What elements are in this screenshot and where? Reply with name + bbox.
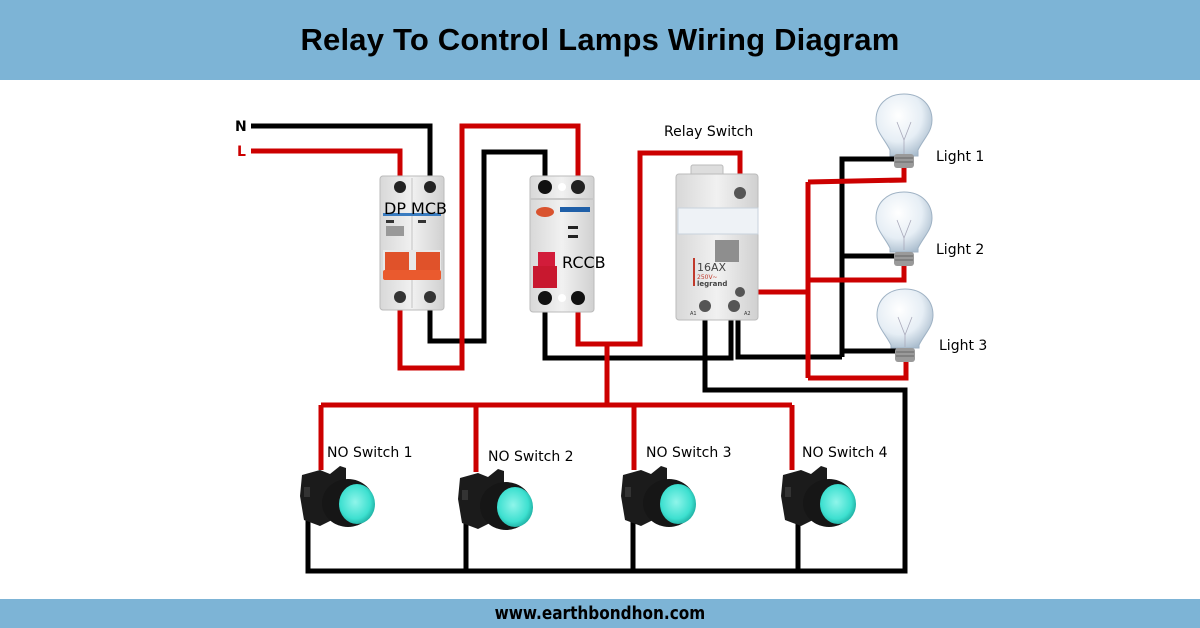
relay-terminal-in [734, 187, 746, 199]
wire-l-supply [251, 148, 403, 186]
switch-cap [820, 484, 856, 524]
rccb-handle [538, 252, 555, 268]
rccb-terminal-l-bottom [571, 291, 585, 305]
no-switch-4[interactable]: NO Switch 4 [781, 445, 888, 527]
wire-rccb-neutral-out [542, 300, 734, 361]
rccb-label: RCCB [562, 253, 606, 272]
switch-cap [339, 484, 375, 524]
title-banner: Relay To Control Lamps Wiring Diagram [0, 0, 1200, 80]
relay-terminal-a2 [728, 300, 740, 312]
relay-manual-lever [715, 240, 739, 262]
mcb-terminal-l-top [394, 181, 406, 193]
rccb-terminal-n-bottom [538, 291, 552, 305]
wire-rccb-live-out [575, 150, 743, 347]
switch-2-label: NO Switch 2 [488, 449, 574, 465]
wire-mcb-rccb-live [397, 123, 581, 371]
wire-light3-live [808, 362, 909, 381]
light-2: Light 2 [875, 191, 984, 266]
live-wires [251, 123, 909, 472]
website-url: www.earthbondhon.com [494, 603, 706, 624]
wire-light2-live [808, 266, 907, 283]
wire-a1-return [305, 310, 908, 574]
relay-label: Relay Switch [664, 124, 753, 140]
light-2-label: Light 2 [936, 242, 984, 258]
switch-1-label: NO Switch 1 [327, 445, 413, 461]
relay-terminal-a1 [699, 300, 711, 312]
switch-cap [660, 484, 696, 524]
neutral-wires [251, 123, 908, 574]
relay-brand: legrand [697, 280, 727, 288]
no-switch-2[interactable]: NO Switch 2 [458, 449, 574, 530]
mcb-terminal-n-bottom [424, 291, 436, 303]
relay-a2-label: A2 [744, 311, 751, 317]
light-1-label: Light 1 [936, 149, 984, 165]
footer-banner: www.earthbondhon.com [0, 599, 1200, 628]
wire-light1-live [807, 168, 907, 185]
switch-4-label: NO Switch 4 [802, 445, 888, 461]
relay-terminal-out [735, 287, 745, 297]
no-switch-3[interactable]: NO Switch 3 [621, 445, 732, 527]
switch-cap [497, 487, 533, 527]
dp-mcb: DP MCB [379, 175, 447, 311]
rccb: RCCB [529, 175, 606, 313]
live-label: L [237, 144, 246, 160]
rccb-test-button [536, 207, 554, 217]
relay-a1-label: A1 [690, 311, 697, 317]
mcb-label: DP MCB [384, 199, 447, 218]
wire-n-supply [251, 123, 433, 186]
no-switch-1[interactable]: NO Switch 1 [300, 445, 413, 527]
light-1: Light 1 [875, 93, 984, 168]
rccb-terminal-l-top [571, 180, 585, 194]
light-3: Light 3 [876, 288, 987, 362]
light-3-label: Light 3 [939, 338, 987, 354]
neutral-bus-lights [839, 156, 903, 357]
relay-voltage: 250V~ [697, 274, 718, 281]
relay-rating: 16AX [697, 261, 727, 274]
mcb-terminal-n-top [424, 181, 436, 193]
mcb-handle-right [416, 252, 440, 274]
diagram-title: Relay To Control Lamps Wiring Diagram [300, 22, 900, 57]
switch-3-label: NO Switch 3 [646, 445, 732, 461]
wire-mcb-rccb-neutral [427, 149, 548, 344]
neutral-label: N [235, 119, 247, 135]
mcb-terminal-l-bottom [394, 291, 406, 303]
rccb-terminal-n-top [538, 180, 552, 194]
relay-switch: 16AX 250V~ legrand A1 A2 Relay Switch [664, 124, 759, 321]
mcb-handle-left [385, 252, 409, 274]
